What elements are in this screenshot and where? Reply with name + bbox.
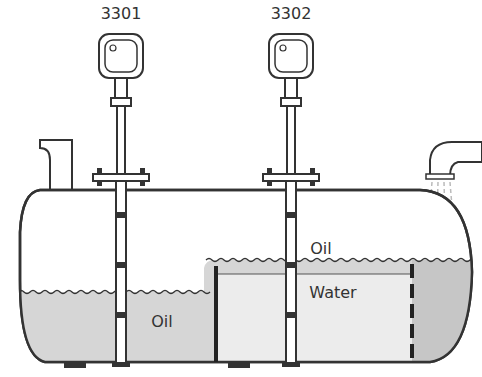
liquid-surface <box>206 259 482 262</box>
tag-number: 3301 <box>101 6 142 22</box>
liquid-label: Oil <box>151 314 172 330</box>
liquid-surface <box>18 291 210 294</box>
tag-number: 3302 <box>271 6 312 22</box>
liquid-label: Water <box>309 285 356 301</box>
liquid-label: Oil <box>310 241 331 257</box>
